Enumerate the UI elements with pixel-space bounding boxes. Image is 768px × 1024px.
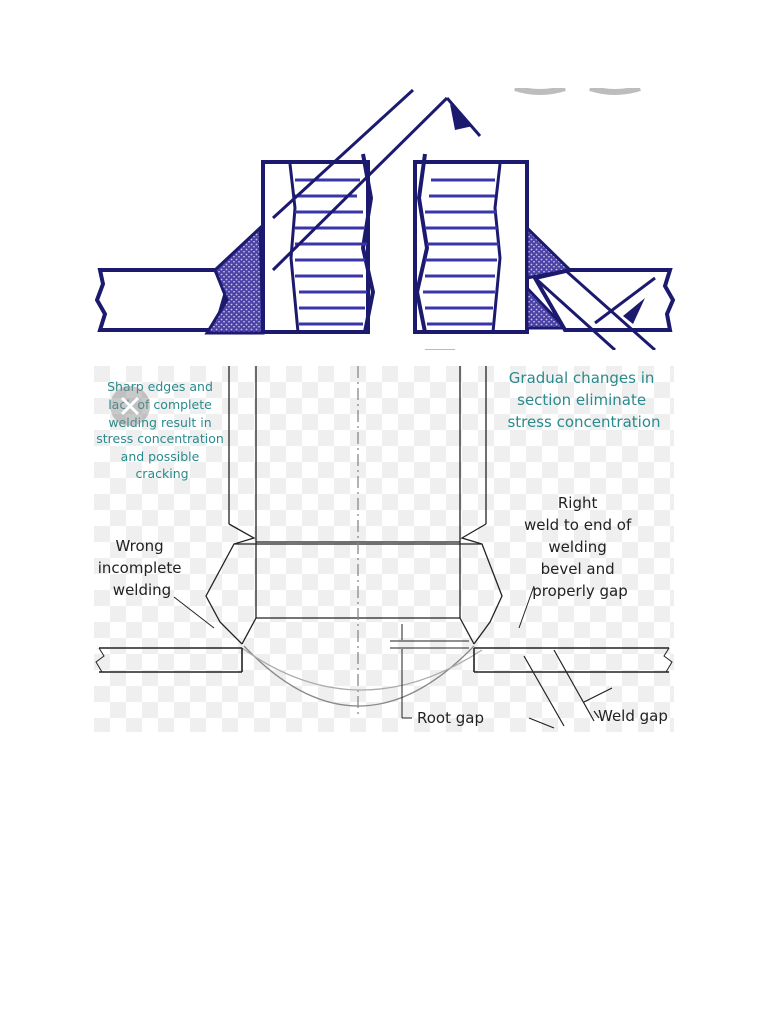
weld-gap-dimension <box>523 649 613 729</box>
root-gap-label: Root gap <box>417 709 484 727</box>
weld-joint-diagram: Sharp edges and lack of complete welding… <box>94 366 674 732</box>
right-nozzle-block <box>413 153 529 334</box>
base-plates <box>95 647 673 673</box>
right-label: Right weld to end of welding bevel and p… <box>524 494 636 600</box>
left-plate <box>95 268 230 332</box>
wrong-label: Wrong incomplete welding <box>98 537 187 599</box>
arrow-head-icon <box>623 298 645 324</box>
right-note: Gradual changes in section eliminate str… <box>507 369 660 431</box>
left-note: Sharp edges and lack of complete welding… <box>96 379 228 481</box>
weld-gap-label: Weld gap <box>598 707 668 725</box>
right-plate <box>531 268 675 332</box>
left-nozzle-block <box>261 153 376 334</box>
pipe-outline <box>205 366 503 716</box>
left-weld <box>204 224 265 335</box>
root-gap-dimension <box>390 624 469 719</box>
arrow-head-icon <box>450 104 473 130</box>
close-icon[interactable] <box>110 386 150 426</box>
weld-cross-section-illustration <box>95 88 675 350</box>
dimension-lines <box>271 88 656 350</box>
